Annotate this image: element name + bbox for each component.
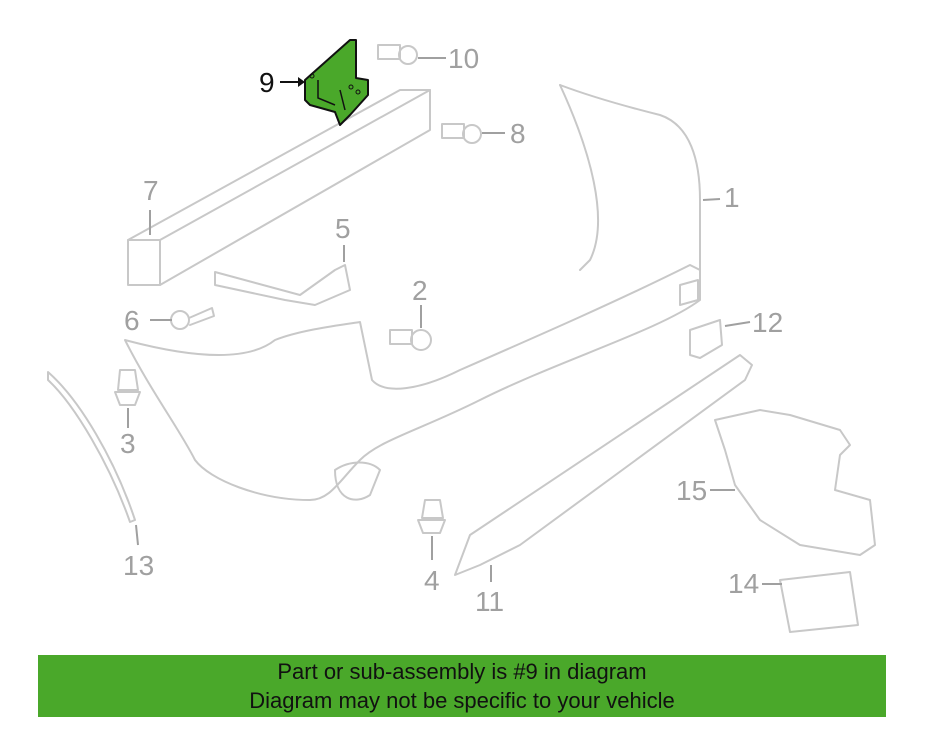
callout-2[interactable]: 2 bbox=[412, 275, 428, 306]
callout-14[interactable]: 14 bbox=[728, 568, 759, 599]
trim-strip-13 bbox=[47, 371, 136, 523]
clip-4 bbox=[417, 499, 446, 534]
callout-15[interactable]: 15 bbox=[676, 475, 707, 506]
bolt-2 bbox=[389, 329, 432, 351]
clip-3 bbox=[114, 369, 141, 406]
sensor-module-14 bbox=[779, 571, 859, 633]
callout-13[interactable]: 13 bbox=[123, 550, 154, 581]
callout-3[interactable]: 3 bbox=[120, 428, 136, 459]
reinforcement-bar bbox=[127, 89, 431, 286]
callout-4[interactable]: 4 bbox=[424, 565, 440, 596]
callout-10[interactable]: 10 bbox=[448, 43, 479, 74]
callout-arrows bbox=[127, 57, 782, 585]
callout-9[interactable]: 9 bbox=[259, 67, 275, 98]
callout-8[interactable]: 8 bbox=[510, 118, 526, 149]
bracket-5 bbox=[214, 264, 351, 306]
bracket-12 bbox=[689, 319, 723, 359]
banner-line-1: Part or sub-assembly is #9 in diagram bbox=[277, 659, 647, 684]
callout-11[interactable]: 11 bbox=[475, 586, 504, 617]
screw-6 bbox=[170, 307, 215, 330]
highlighted-part-9 bbox=[304, 39, 369, 126]
callout-12[interactable]: 12 bbox=[752, 307, 783, 338]
bolt-10 bbox=[377, 44, 418, 65]
callout-1[interactable]: 1 bbox=[724, 182, 740, 213]
callout-5[interactable]: 5 bbox=[335, 213, 351, 244]
banner-line-2: Diagram may not be specific to your vehi… bbox=[249, 688, 675, 713]
bracket-15 bbox=[714, 409, 876, 556]
callout-6[interactable]: 6 bbox=[124, 305, 140, 336]
info-banner: Part or sub-assembly is #9 in diagram Di… bbox=[38, 655, 886, 717]
lower-valance-11 bbox=[454, 354, 753, 576]
callout-7[interactable]: 7 bbox=[143, 175, 159, 206]
bumper-cover bbox=[124, 84, 701, 501]
bolt-8 bbox=[441, 123, 482, 144]
